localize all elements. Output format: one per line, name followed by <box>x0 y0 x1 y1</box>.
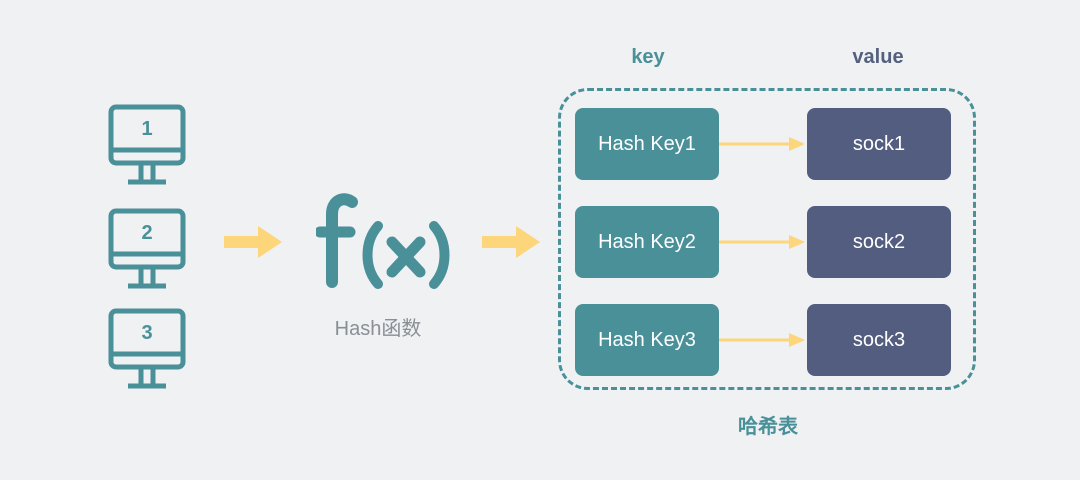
hash-table-frame <box>558 88 976 390</box>
client-number: 2 <box>141 222 153 244</box>
function-fx-icon <box>316 193 450 289</box>
client-monitor-1: 1 <box>108 104 186 188</box>
key-column-header: key <box>631 46 665 68</box>
arrow-right-icon <box>482 226 540 258</box>
client-number: 3 <box>141 322 153 344</box>
socket-value-box: sock1 <box>807 108 951 180</box>
hash-table-caption: 哈希表 <box>738 416 798 438</box>
value-column-header: value <box>852 46 904 68</box>
hash-key-box: Hash Key3 <box>575 304 719 376</box>
client-number: 1 <box>141 118 153 140</box>
arrow-right-icon <box>719 333 805 347</box>
arrow-right-icon <box>719 137 805 151</box>
arrow-right-icon <box>224 226 282 258</box>
hash-function-label: Hash函数 <box>334 318 422 340</box>
client-monitor-2: 2 <box>108 208 186 292</box>
monitor-icon <box>108 104 186 185</box>
client-monitor-3: 3 <box>108 308 186 392</box>
hash-key-box: Hash Key1 <box>575 108 719 180</box>
socket-value-box: sock3 <box>807 304 951 376</box>
monitor-icon <box>108 208 186 289</box>
monitor-icon <box>108 308 186 389</box>
hash-key-box: Hash Key2 <box>575 206 719 278</box>
arrow-right-icon <box>719 235 805 249</box>
socket-value-box: sock2 <box>807 206 951 278</box>
